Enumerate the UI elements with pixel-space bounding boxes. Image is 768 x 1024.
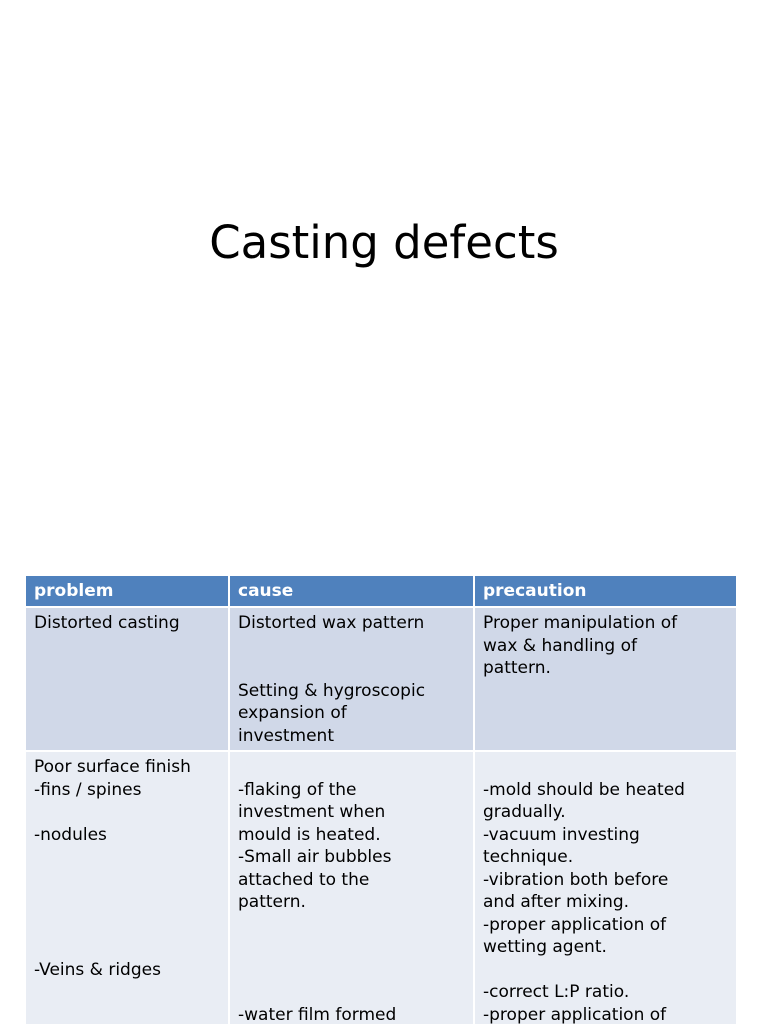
cell-line: attached to the	[238, 869, 370, 890]
cell-line: technique.	[483, 847, 574, 867]
cell-line: expansion of	[238, 703, 347, 723]
cell-cause: -flaking of the investment when mould is…	[229, 750, 475, 1024]
slide-title: Casting defects	[209, 216, 559, 269]
header-problem: problem	[26, 576, 230, 607]
cell-line: -proper application of	[483, 914, 667, 935]
cell-line: wetting agent.	[483, 937, 607, 957]
cell-problem: Distorted casting	[26, 606, 230, 751]
cell-line: -water film formed	[238, 1004, 397, 1024]
cell-gap	[34, 891, 220, 914]
cell-line: Poor surface finish	[34, 757, 191, 777]
cell-gap	[238, 756, 465, 779]
cell-line: -correct L:P ratio.	[483, 982, 630, 1002]
header-precaution: precaution	[474, 576, 736, 607]
cell-gap	[34, 914, 220, 937]
cell-line: Setting & hygroscopic	[238, 680, 426, 701]
cell-line: -flaking of the	[238, 779, 357, 800]
cell-gap	[34, 869, 220, 892]
cell-line: -Small air bubbles	[238, 847, 392, 867]
cell-line: -Veins & ridges	[34, 959, 161, 980]
cell-line: Distorted wax pattern	[238, 613, 425, 633]
table-row: Poor surface finish -fins / spines -nodu…	[26, 750, 736, 1024]
cell-gap	[238, 959, 465, 982]
cell-line: -vibration both before	[483, 869, 669, 890]
cell-line: and after mixing.	[483, 892, 630, 912]
cell-gap	[238, 981, 465, 1004]
cell-gap	[238, 914, 465, 937]
cell-line: pattern.	[238, 892, 306, 912]
cell-gap	[483, 756, 728, 779]
cell-line: -vacuum investing	[483, 824, 640, 845]
cell-line: gradually.	[483, 802, 566, 822]
cell-line: -fins / spines	[34, 779, 142, 800]
cell-gap	[34, 801, 220, 824]
cell-precaution: Proper manipulation of wax & handling of…	[474, 606, 736, 751]
cell-line: -nodules	[34, 824, 107, 845]
cell-line: -proper application of	[483, 1004, 667, 1024]
cell-line: Distorted casting	[34, 613, 180, 633]
cell-precaution: -mold should be heated gradually. -vacuu…	[474, 750, 736, 1024]
table-row: Distorted casting Distorted wax pattern …	[26, 606, 736, 751]
cell-line: pattern.	[483, 658, 551, 678]
cell-gap	[238, 657, 465, 680]
cell-line: -mold should be heated	[483, 779, 685, 800]
cell-line: Proper manipulation of	[483, 613, 678, 633]
defects-table: problem cause precaution Distorted casti…	[26, 576, 736, 1024]
cell-line: investment	[238, 725, 334, 746]
cell-line: investment when	[238, 802, 386, 822]
cell-gap	[34, 936, 220, 959]
table-header-row: problem cause precaution	[26, 576, 736, 607]
cell-gap	[238, 635, 465, 658]
cell-line: wax & handling of	[483, 635, 638, 656]
cell-line: mould is heated.	[238, 824, 381, 845]
cell-gap	[238, 936, 465, 959]
cell-gap	[34, 846, 220, 869]
cell-cause: Distorted wax pattern Setting & hygrosco…	[229, 606, 475, 751]
cell-problem: Poor surface finish -fins / spines -nodu…	[26, 750, 230, 1024]
header-cause: cause	[229, 576, 475, 607]
cell-gap	[483, 959, 728, 982]
